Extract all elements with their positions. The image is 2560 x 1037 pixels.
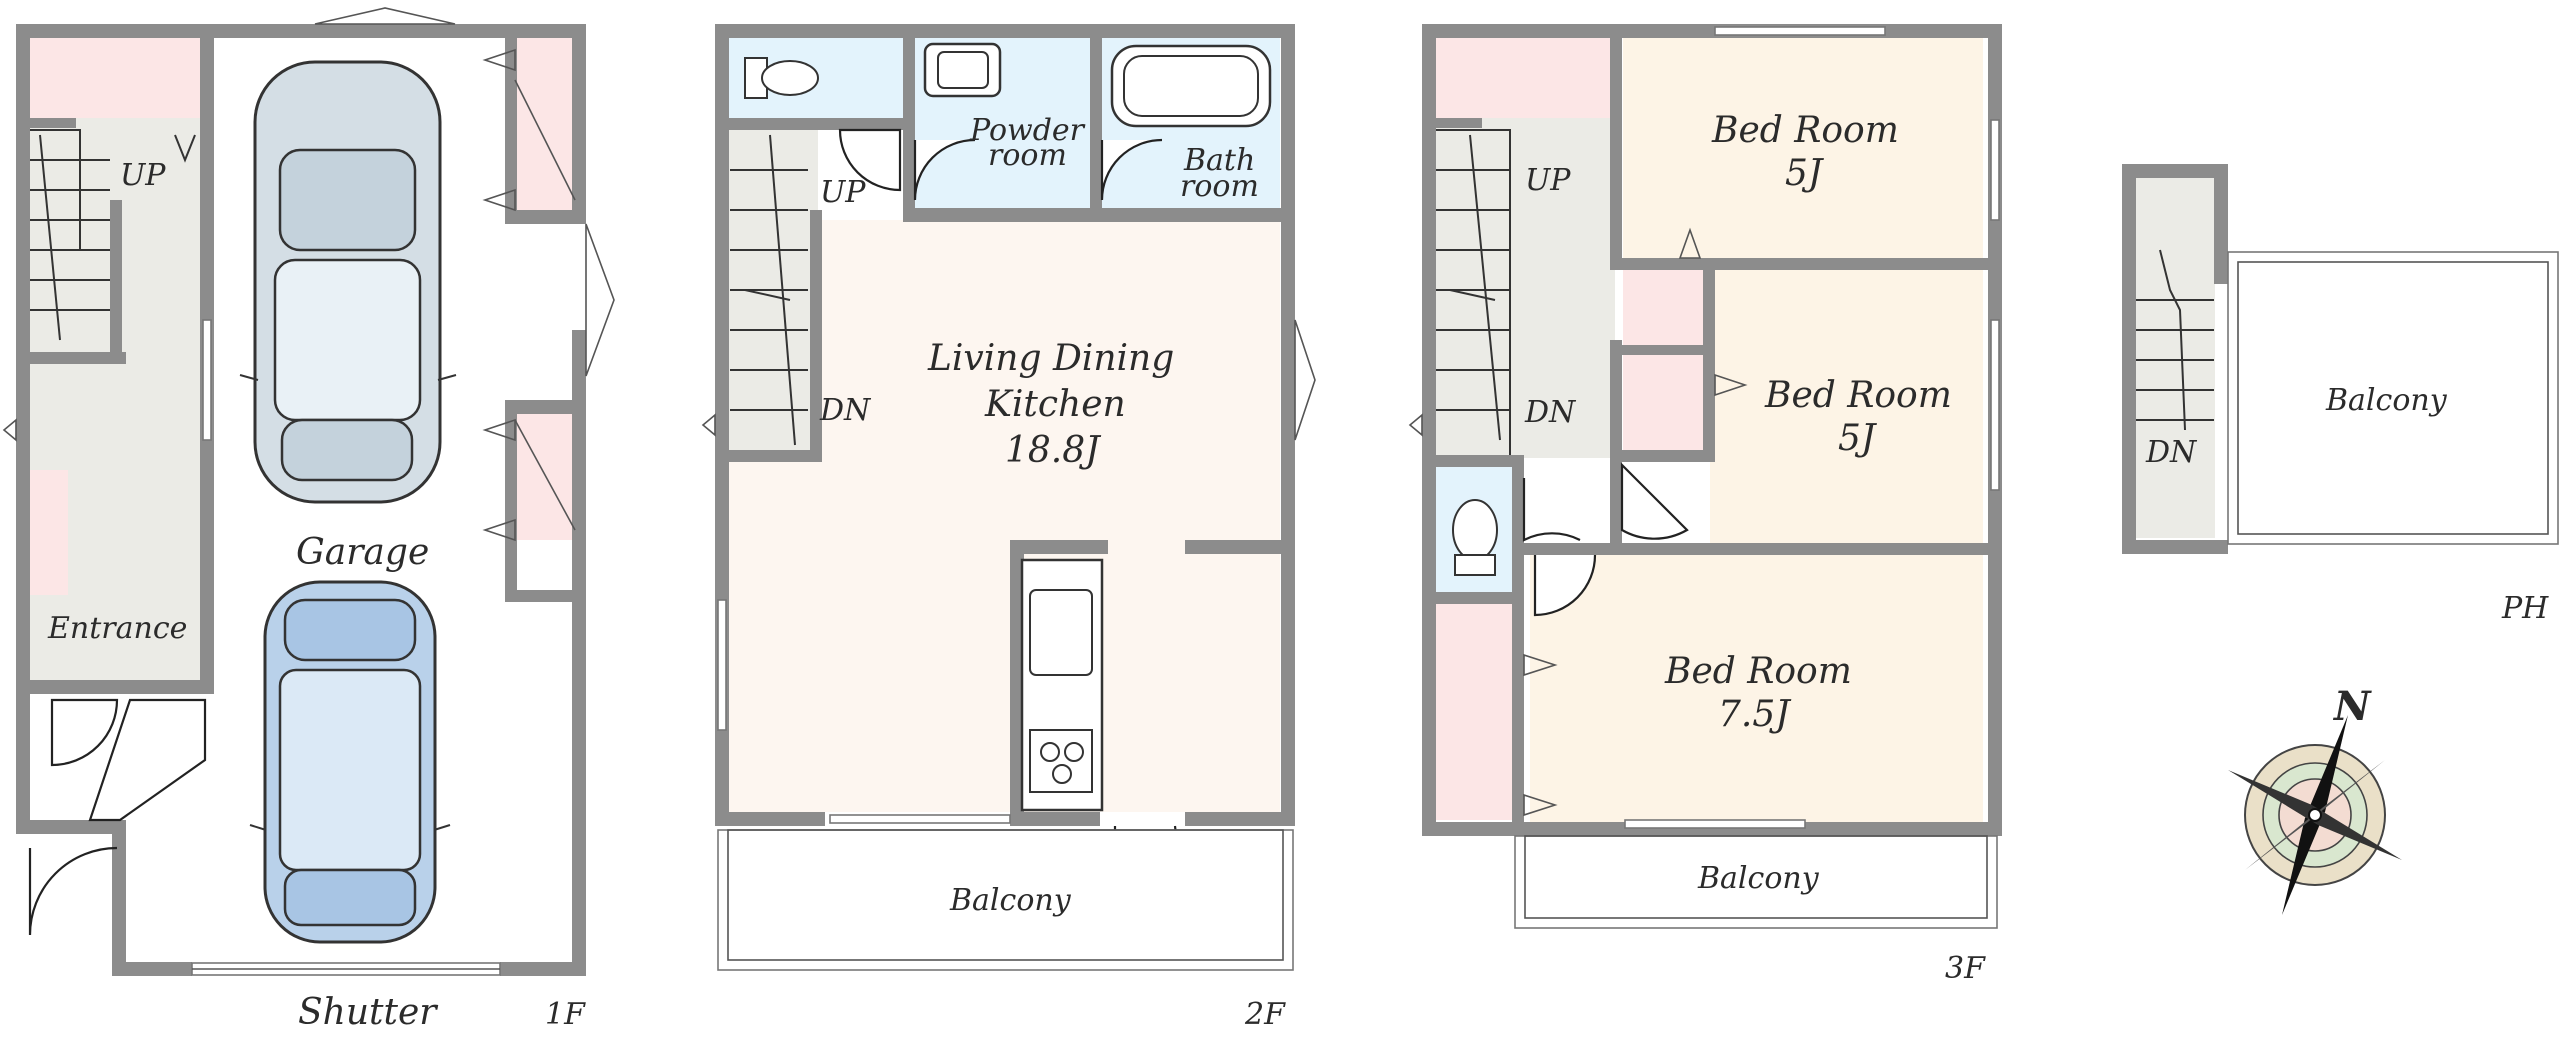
stairs-up-label-2f: UP <box>820 175 866 210</box>
stairs-2f <box>730 134 808 446</box>
garage-label: Garage <box>296 532 429 573</box>
stairs-dn-label-2f: DN <box>819 393 872 428</box>
floor-1f: UP Garage Entrance Shutter 1F <box>2 7 615 1033</box>
bedroom-2-name: Bed Room <box>1764 375 1952 416</box>
floor-label-3f: 3F <box>1945 951 1986 986</box>
floor-3f: UP DN Bed Room 5J Bed Room 5J Bed Room 7… <box>1408 24 2002 986</box>
bath-room-label-1: Bath <box>1183 143 1255 178</box>
powder-room-label-2: room <box>988 138 1067 173</box>
stairs-1f <box>30 129 196 341</box>
floor-label-ph: PH <box>2501 591 2549 626</box>
compass-rose: N <box>2228 683 2402 915</box>
garage-storage-upper <box>515 36 575 211</box>
stairs-area-3f <box>1435 118 1615 458</box>
toilet-door-2f[interactable] <box>838 128 902 192</box>
stairs-dn-label-ph: DN <box>2145 435 2198 470</box>
bedroom-2-door[interactable] <box>1620 462 1689 540</box>
toilet-fixture-2f <box>744 57 819 99</box>
closet-1f <box>28 36 203 118</box>
closet-bed2 <box>1623 270 1703 450</box>
bedroom-2 <box>1710 270 1983 545</box>
entrance-door[interactable] <box>50 698 119 767</box>
floor-label-2f: 2F <box>1244 997 1286 1032</box>
powder-room-door[interactable] <box>913 138 976 201</box>
stairs-ph <box>2136 249 2214 431</box>
closet-3f <box>1435 36 1610 118</box>
side-door[interactable] <box>28 846 118 936</box>
bedroom-1-size: 5J <box>1785 153 1825 194</box>
balcony-2f <box>717 829 1294 971</box>
bedroom-1-name: Bed Room <box>1711 110 1899 151</box>
stairs-up-label-3f: UP <box>1525 163 1571 198</box>
sink-fixture <box>923 42 1002 98</box>
balcony-label-3f: Balcony <box>1697 861 1820 896</box>
shutter-label: Shutter <box>298 992 438 1033</box>
bath-room-door[interactable] <box>1100 138 1163 201</box>
shoe-cabinet <box>28 470 68 595</box>
bedroom-3-size: 7.5J <box>1718 694 1792 735</box>
car-lower <box>249 580 451 944</box>
bedroom-1 <box>1623 36 1983 261</box>
stair-hall-door[interactable] <box>1522 478 1581 542</box>
floor-2f: UP DN Powder room Bath room Living Dinin… <box>701 24 1316 1032</box>
bedroom-3 <box>1530 555 1983 823</box>
stairs-dn-label-3f: DN <box>1524 395 1577 430</box>
north-label: N <box>2332 683 2372 730</box>
entrance-label: Entrance <box>47 611 187 646</box>
ldk-label-1: Living Dining <box>927 338 1174 379</box>
balcony-label-2f: Balcony <box>949 883 1072 918</box>
entrance-step <box>88 698 207 822</box>
roof-balcony <box>2227 251 2559 545</box>
closet-bed3 <box>1435 600 1515 820</box>
floor-ph: DN Balcony PH <box>2122 164 2559 626</box>
ldk-label-2: Kitchen <box>984 384 1126 425</box>
stairs-3f <box>1436 129 1511 455</box>
toilet-fixture-3f <box>1452 499 1498 576</box>
balcony-label-ph: Balcony <box>2325 383 2448 418</box>
bedroom-3-name: Bed Room <box>1664 651 1852 692</box>
ldk-size: 18.8J <box>1005 430 1102 471</box>
bathtub-fixture <box>1110 44 1272 128</box>
powder-room-label-1: Powder <box>969 113 1086 148</box>
balcony-3f <box>1514 835 1998 929</box>
kitchen-counter <box>1020 558 1104 812</box>
bedroom-3-door[interactable] <box>1533 554 1597 617</box>
bath-room-label-2: room <box>1180 169 1259 204</box>
car-upper <box>239 60 457 504</box>
bedroom-2-size: 5J <box>1838 418 1878 459</box>
stairs-area-ph <box>2135 178 2215 538</box>
floor-label-1f: 1F <box>545 997 586 1032</box>
stairs-up-label-1f: UP <box>120 158 166 193</box>
